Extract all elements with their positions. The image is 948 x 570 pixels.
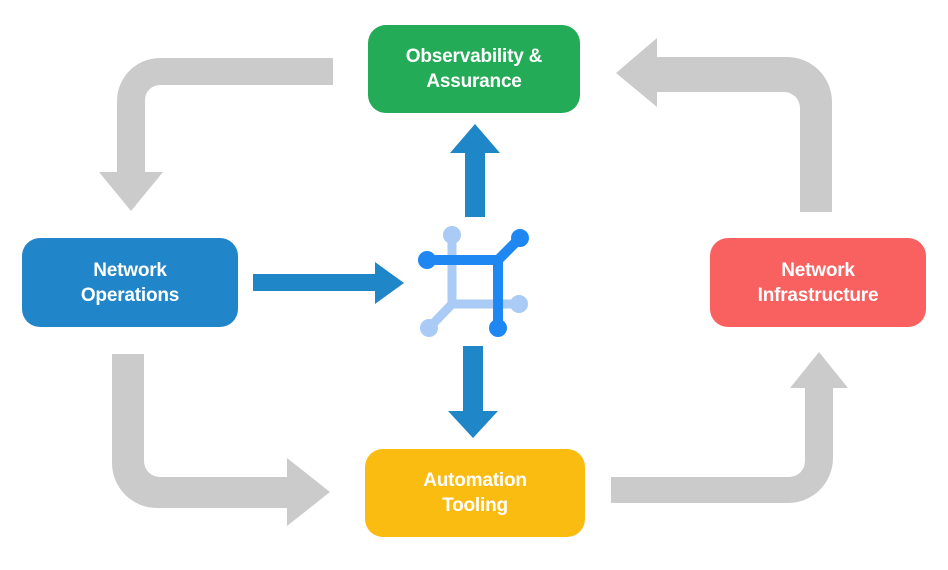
node-dot-icon xyxy=(418,251,436,269)
node-label-line: Operations xyxy=(80,284,180,306)
network-mesh-icon xyxy=(418,226,529,337)
node-dot-icon xyxy=(443,226,461,244)
node-dot-icon xyxy=(489,319,507,337)
node-observability-assurance: Observability & Assurance xyxy=(368,25,580,113)
node-label-line: Network xyxy=(93,259,167,281)
arrow-operations-to-platform xyxy=(253,262,404,304)
node-label-line: Tooling xyxy=(442,495,508,516)
node-label-line: Automation xyxy=(423,470,527,491)
node-network-operations: Network Operations xyxy=(22,238,238,327)
node-dot-icon xyxy=(510,295,528,313)
node-label-line: Assurance xyxy=(426,71,522,92)
arrow-automation-to-infrastructure xyxy=(611,352,848,503)
arrow-observability-to-operations xyxy=(99,58,333,211)
node-label-line: Infrastructure xyxy=(757,284,879,306)
arrow-platform-to-automation xyxy=(448,346,498,438)
node-dot-icon xyxy=(420,319,438,337)
node-dot-icon xyxy=(511,229,529,247)
arrow-platform-to-observability xyxy=(450,124,500,217)
node-label-line: Observability & xyxy=(405,46,543,67)
arrow-operations-to-automation xyxy=(112,354,330,526)
node-label-line: Network xyxy=(781,259,855,281)
node-automation-tooling: Automation Tooling xyxy=(365,449,585,537)
node-network-infrastructure: Network Infrastructure xyxy=(710,238,926,327)
arrow-infrastructure-to-observability xyxy=(616,38,832,212)
